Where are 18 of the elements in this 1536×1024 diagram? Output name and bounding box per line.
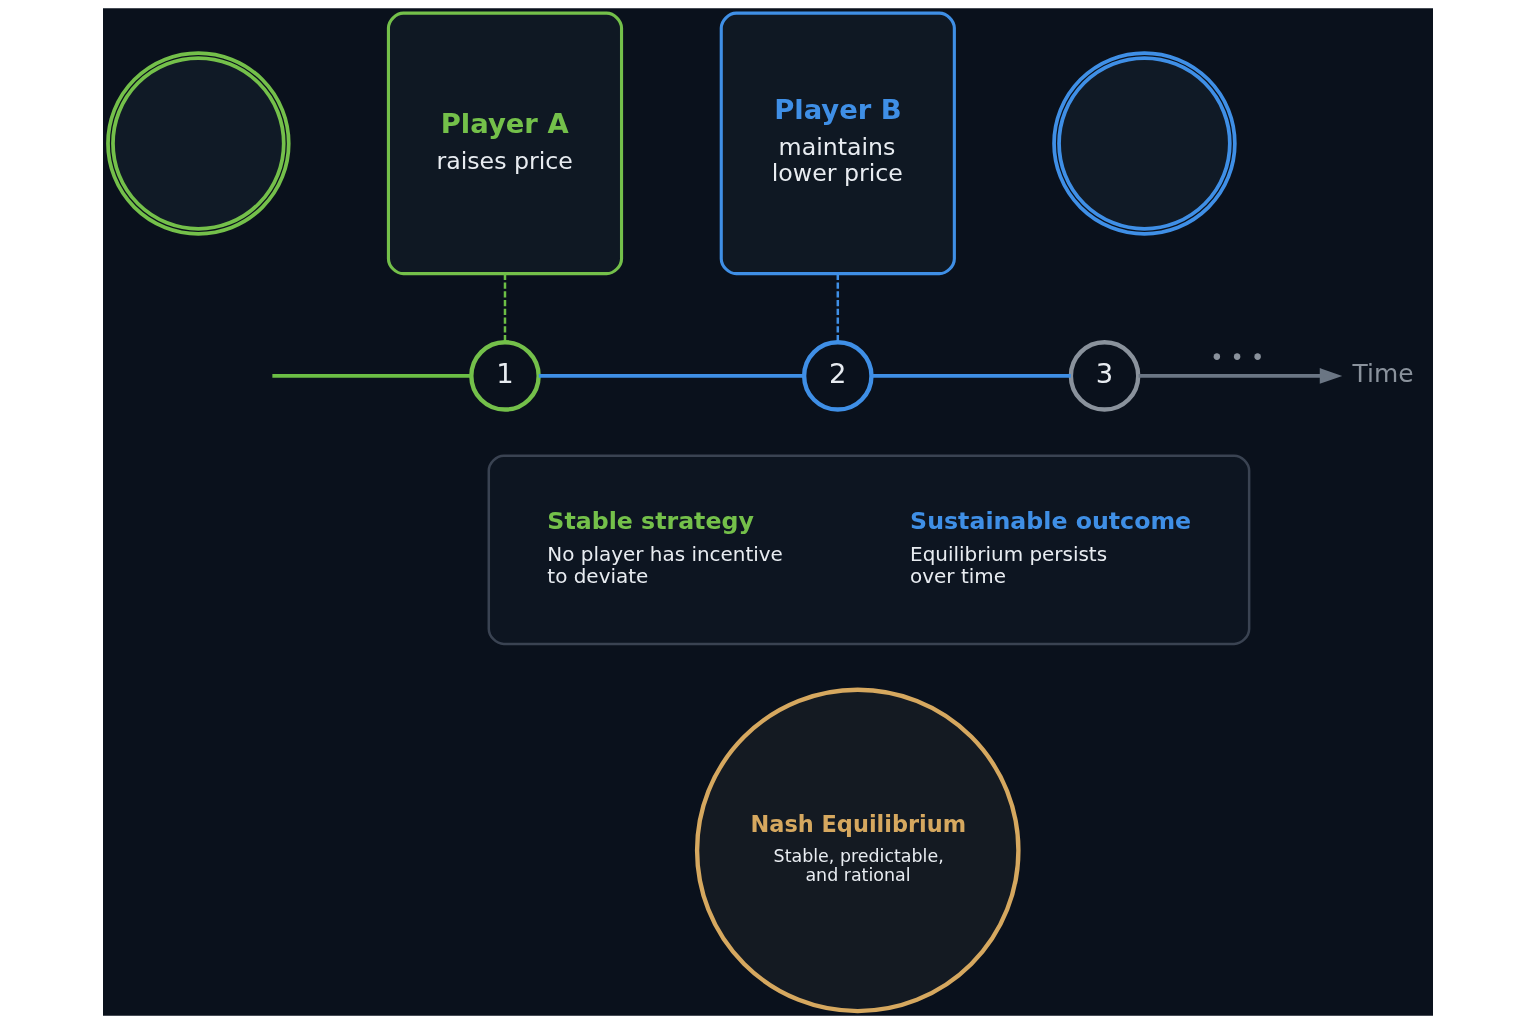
node-text: Sustainable outcome Equilibrium persists over time — [910, 506, 1192, 589]
node-circle: 2 — [801, 340, 874, 412]
node-circle: 3 — [1068, 340, 1141, 412]
arrow — [1138, 368, 1343, 384]
node-text: Stable strategy No player has incentive to deviate — [547, 506, 783, 589]
edge-label: • • • — [1210, 344, 1265, 371]
node-box: Player B maintains lower price — [719, 11, 956, 276]
connector — [836, 273, 840, 343]
connector — [871, 374, 1071, 378]
node-circle: Nash Equilibrium Stable, predictable, and rational — [694, 687, 1021, 1014]
node-circle: 1 — [469, 340, 541, 412]
node-box: Player A raises price — [386, 11, 624, 276]
node-person — [1052, 51, 1237, 236]
connector — [272, 374, 471, 378]
node-person — [106, 51, 291, 236]
node-text: Time — [1352, 359, 1414, 389]
connector — [538, 374, 804, 378]
connector — [503, 273, 507, 343]
